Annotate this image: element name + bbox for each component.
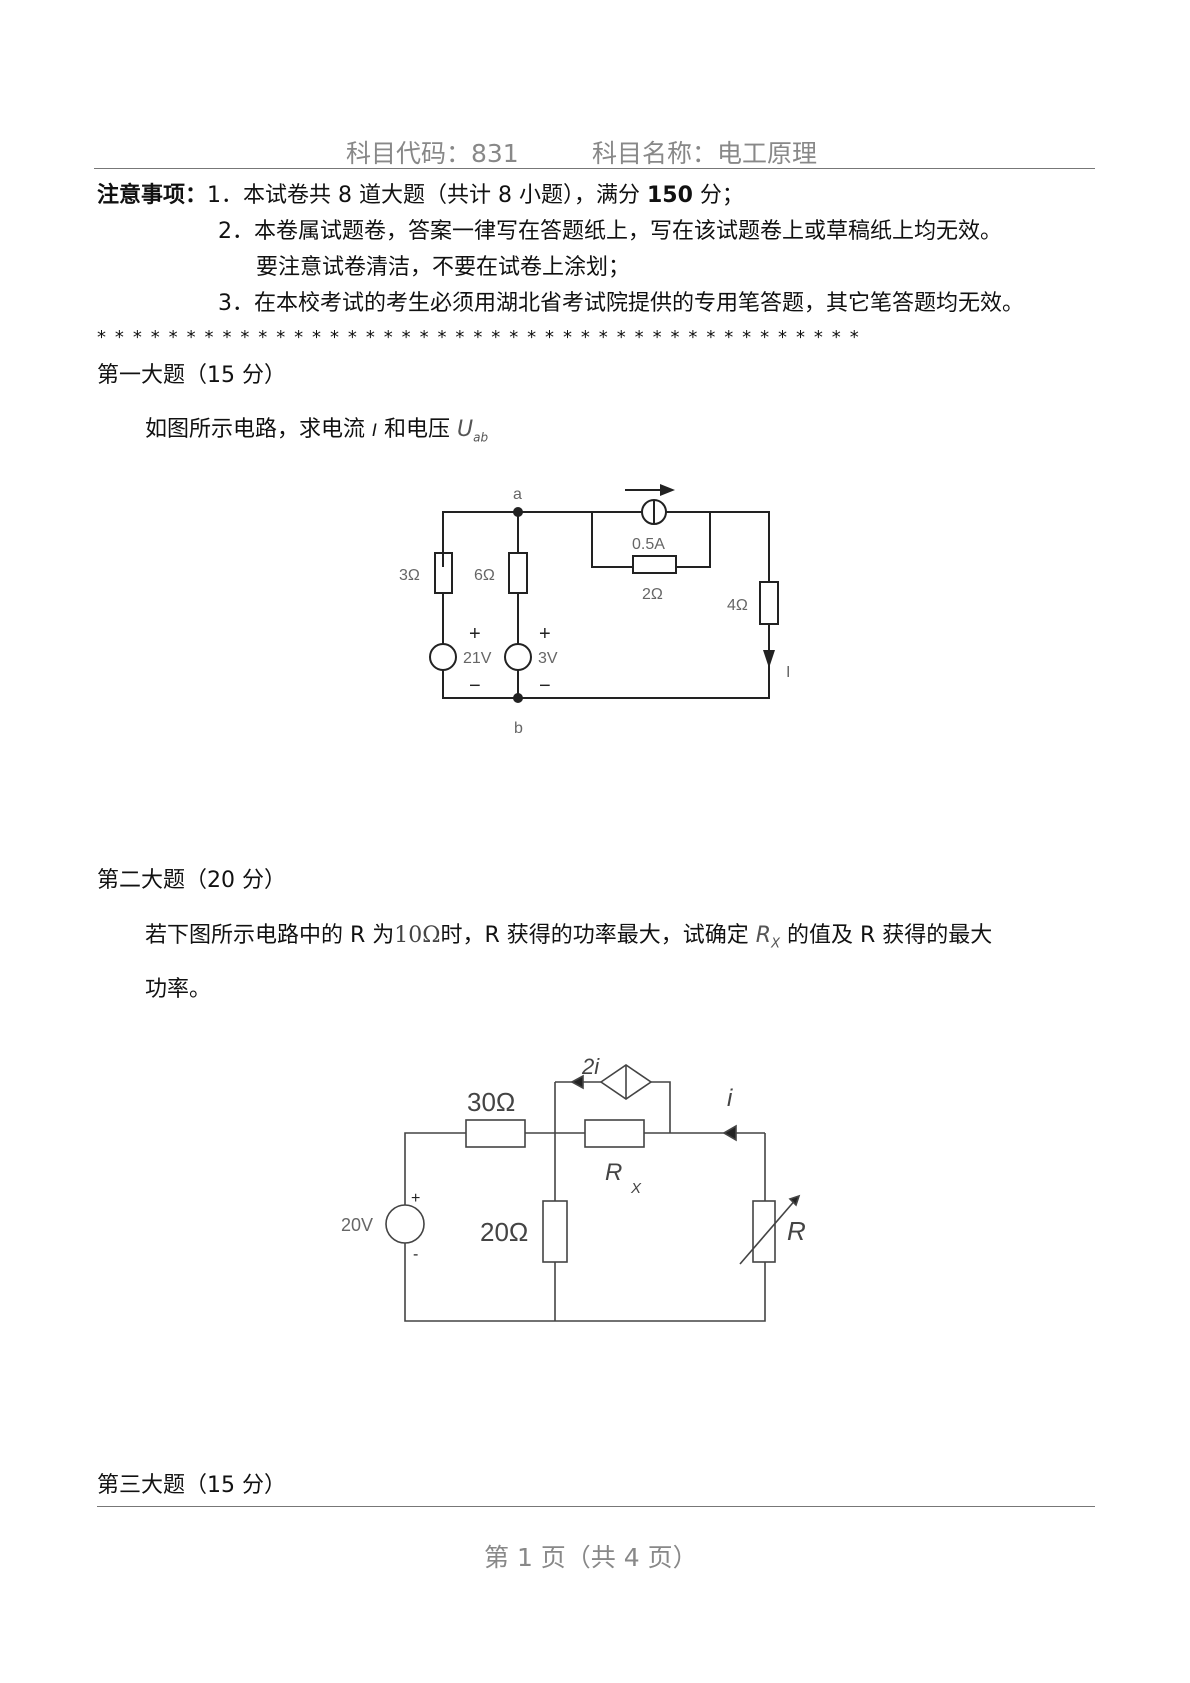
resistor-20ohm [542,1200,568,1263]
circuit-1 [429,484,779,703]
v2-label: 3V [538,650,558,667]
dependent-current-source [599,1064,653,1100]
v1-plus: + [469,623,481,645]
current-i-arrow-2 [722,1124,737,1142]
q2-text: 若下图所示电路中的 R 为10Ω时，R 获得的功率最大，试确定 RX 的值及 R… [145,917,992,951]
star-separator: * * * * * * * * * * * * * * * * * * * * … [97,327,861,348]
src-label: 20V [341,1215,373,1235]
v2-plus: + [539,623,551,645]
q1-title: 第一大题（15 分） [97,363,286,388]
note-3: 3．在本校考试的考生必须用湖北省考试院提供的专用笔答题，其它笔答题均无效。 [218,291,1024,316]
note-2-cont: 要注意试卷清洁，不要在试卷上涂划； [256,255,631,280]
src-minus: - [413,1246,418,1263]
note-1: 1．本试卷共 8 道大题（共计 8 小题），满分 [207,183,647,208]
current-i-arrow [763,650,775,668]
note-1-end: 分； [692,183,744,208]
node-a-label: a [513,486,522,503]
v2-minus: − [539,675,551,697]
q2-title: 第二大题（20 分） [97,868,286,893]
total-score: 150 [646,183,693,208]
var-rx: R [755,923,772,948]
q3-title: 第三大题（15 分） [97,1473,286,1498]
notes-label: 注意事项： [97,183,208,208]
var-u-sub: ab [473,430,489,445]
r-value: 10Ω [394,923,441,948]
notes-line-1: 注意事项：1．本试卷共 8 道大题（共计 8 小题），满分 150 分； [97,177,744,209]
var-rx-sub: X [771,936,780,952]
v1-label: 21V [463,650,492,667]
rx-label: R [605,1159,622,1186]
node-b-label: b [514,720,523,737]
page-number: 第 1 页（共 4 页） [484,1543,698,1572]
resistor-rx [584,1119,645,1148]
header-rule [94,168,1095,169]
src-plus: + [411,1190,420,1207]
i-label: i [727,1085,733,1112]
resistor-4ohm [759,581,779,625]
rx-sub-label: X [630,1180,642,1197]
q1-text: 如图所示电路，求电流 I 和电压 Uab [145,411,488,444]
wire-top [442,511,770,582]
r30-label: 30Ω [467,1087,515,1117]
voltage-source-3v [504,643,532,671]
footer-rule [97,1506,1095,1507]
v1-minus: − [469,675,481,697]
r4-label: 4Ω [727,597,748,614]
note-2: 2．本卷属试题卷，答案一律写在答题纸上，写在该试题卷上或草稿纸上均无效。 [218,219,1002,244]
resistor-6ohm [508,552,528,594]
resistor-r-variable [752,1200,776,1263]
current-label: I [786,664,790,681]
resistor-3ohm [434,552,453,594]
r1-label: 3Ω [399,567,420,584]
dep-label: 2i [581,1054,600,1079]
q2-text-c: 的值及 R 获得的最大 [780,923,993,948]
q2-text-cont: 功率。 [145,977,212,1002]
is-label: 0.5A [632,536,665,553]
var-u: U [457,417,474,442]
dep-arrow [570,1074,584,1090]
resistor-30ohm [465,1119,526,1148]
voltage-source-20v [385,1204,425,1244]
resistor-2ohm [632,555,677,574]
q2-text-a: 若下图所示电路中的 R 为 [145,923,395,948]
r2-label: 6Ω [474,567,495,584]
circuit-2 [385,1064,801,1322]
q1-text-a: 如图所示电路，求电流 [145,417,372,442]
r3-label: 2Ω [642,586,663,603]
var-i: I [372,421,378,441]
q2-text-b: 时，R 获得的功率最大，试确定 [440,923,756,948]
subject-name: 科目名称：电工原理 [592,139,818,168]
voltage-source-21v [429,643,457,671]
r20-label: 20Ω [480,1217,528,1247]
r-label: R [787,1216,806,1246]
q1-text-b: 和电压 [377,417,458,442]
subject-code: 科目代码：831 [346,139,519,168]
